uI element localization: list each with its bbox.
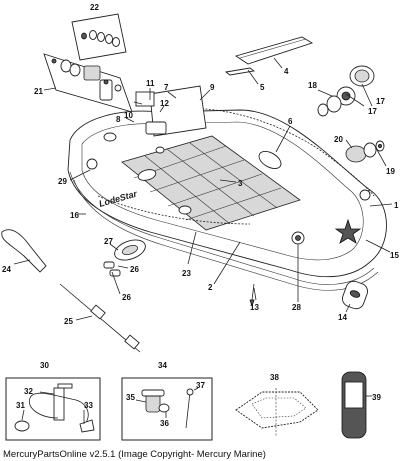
callout-labels: 1 2 3 4 5 6 7 8 9 10 11 12 13 14 15 16 1… bbox=[2, 3, 399, 428]
callout-16: 16 bbox=[70, 211, 79, 220]
callout-19: 19 bbox=[386, 167, 395, 176]
part-22-oring-kit[interactable] bbox=[71, 13, 127, 61]
callout-33: 33 bbox=[84, 401, 93, 410]
callout-29: 29 bbox=[58, 177, 67, 186]
boat-hull[interactable] bbox=[67, 85, 387, 291]
callout-2: 2 bbox=[208, 283, 213, 292]
callout-8: 8 bbox=[116, 115, 121, 124]
callout-21: 21 bbox=[34, 87, 43, 96]
callout-35: 35 bbox=[126, 393, 135, 402]
callout-14: 14 bbox=[338, 313, 347, 322]
callout-10: 10 bbox=[124, 111, 133, 120]
callout-9: 9 bbox=[210, 83, 215, 92]
callout-39: 39 bbox=[372, 393, 381, 402]
callout-11: 11 bbox=[146, 79, 155, 88]
callout-4: 4 bbox=[284, 67, 289, 76]
part-30-pump-kit-box[interactable] bbox=[5, 377, 101, 441]
part-34-repair-kit-box[interactable] bbox=[121, 377, 213, 441]
part-14-patch[interactable] bbox=[340, 279, 370, 311]
callout-15: 15 bbox=[390, 251, 399, 260]
part-17-valve[interactable] bbox=[317, 65, 375, 117]
part-13-drain[interactable] bbox=[249, 283, 255, 308]
callout-38: 38 bbox=[270, 373, 279, 382]
part-4-floor-panel[interactable] bbox=[234, 36, 314, 65]
callout-36: 36 bbox=[160, 419, 169, 428]
leader-lines bbox=[13, 57, 393, 424]
callout-22: 22 bbox=[90, 3, 99, 12]
part-20-cap[interactable] bbox=[345, 140, 385, 163]
callout-26a: 26 bbox=[122, 293, 131, 302]
callout-32: 32 bbox=[24, 387, 33, 396]
callout-1: 1 bbox=[394, 201, 399, 210]
part-25-oar-shaft[interactable] bbox=[59, 283, 141, 353]
callout-3: 3 bbox=[238, 179, 243, 188]
copyright-caption: MercuryPartsOnline v2.5.1 (Image Copyrig… bbox=[3, 449, 266, 460]
callout-30: 30 bbox=[40, 361, 49, 370]
callout-24: 24 bbox=[2, 265, 11, 274]
part-27-oarlock[interactable] bbox=[103, 236, 148, 277]
callout-28: 28 bbox=[292, 303, 301, 312]
callout-23: 23 bbox=[182, 269, 191, 278]
callout-31: 31 bbox=[16, 401, 25, 410]
part-38-cover[interactable] bbox=[235, 388, 319, 436]
callout-6: 6 bbox=[288, 117, 293, 126]
callout-37: 37 bbox=[196, 381, 205, 390]
part-21-valve-assembly[interactable] bbox=[43, 53, 133, 113]
callout-12: 12 bbox=[160, 99, 169, 108]
callout-5: 5 bbox=[260, 83, 265, 92]
callout-17a: 17 bbox=[376, 97, 385, 106]
callout-34: 34 bbox=[158, 361, 167, 370]
callout-13: 13 bbox=[250, 303, 259, 312]
callout-27: 27 bbox=[104, 237, 113, 246]
callout-17b: 17 bbox=[368, 107, 377, 116]
callout-18: 18 bbox=[308, 81, 317, 90]
callout-26b: 26 bbox=[130, 265, 139, 274]
callout-20: 20 bbox=[334, 135, 343, 144]
part-39-bag[interactable] bbox=[341, 371, 367, 439]
callout-7: 7 bbox=[164, 83, 169, 92]
part-5-strip[interactable] bbox=[224, 67, 256, 76]
callout-25: 25 bbox=[64, 317, 73, 326]
part-24-oar-blade[interactable] bbox=[1, 229, 47, 273]
